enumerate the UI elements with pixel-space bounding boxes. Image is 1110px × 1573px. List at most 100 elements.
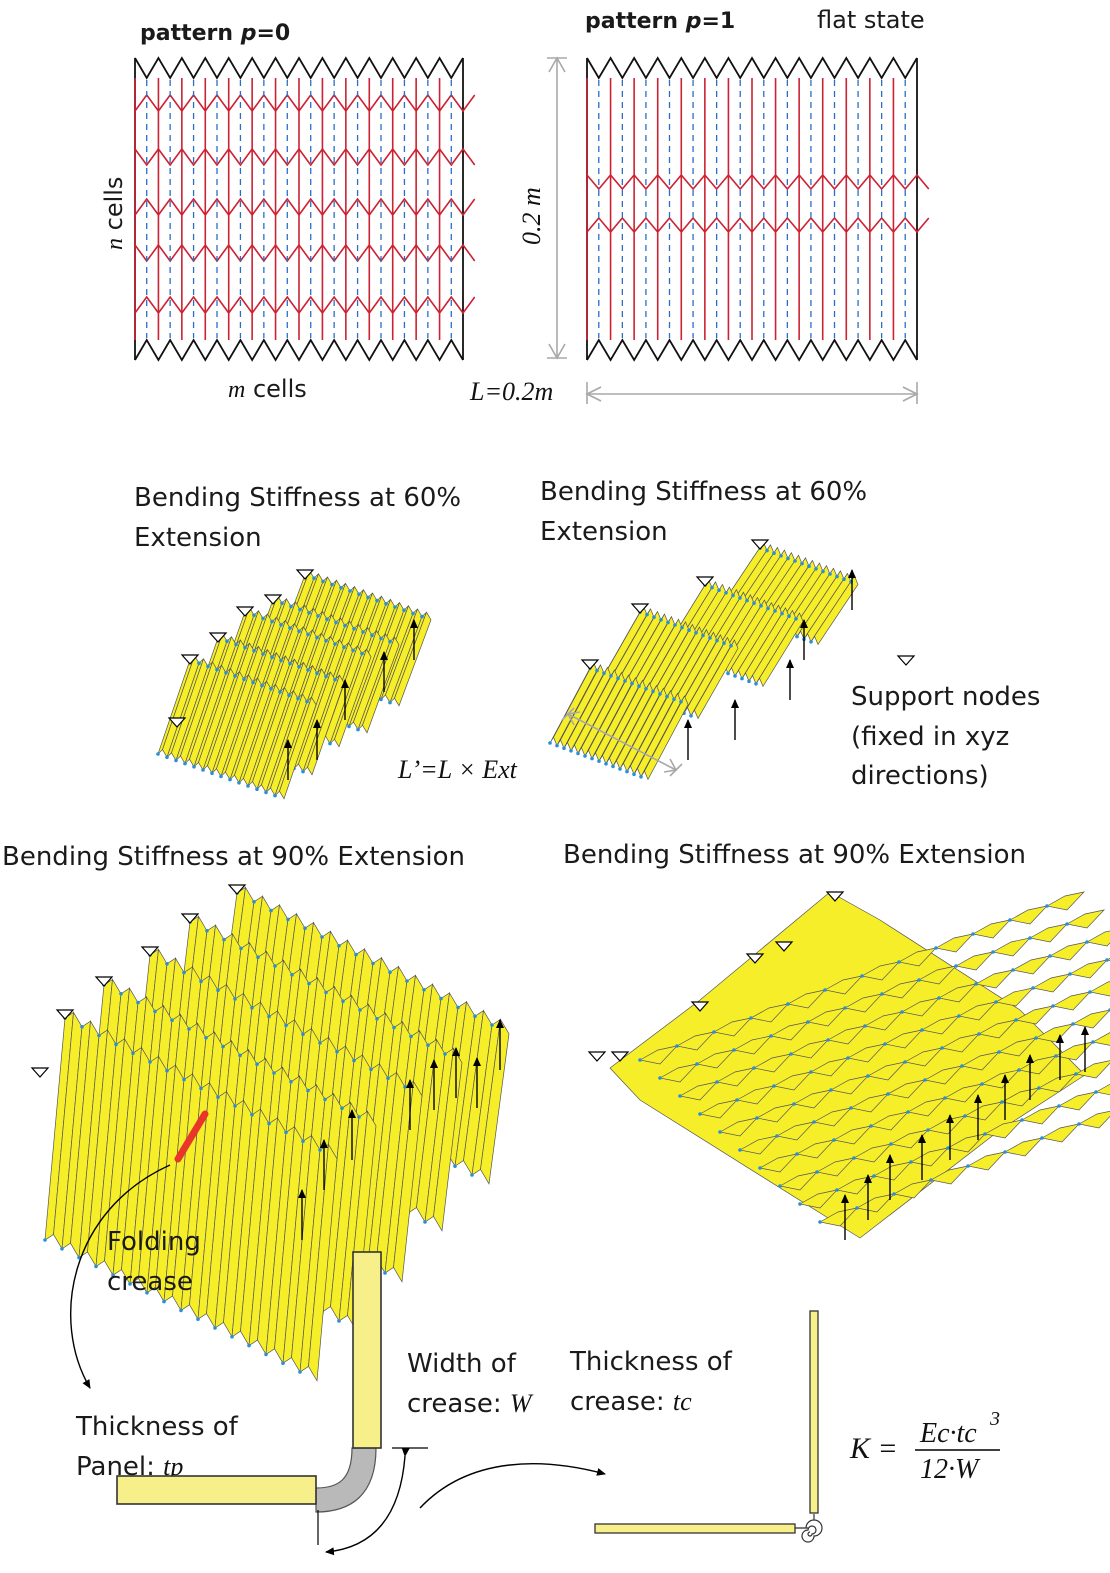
support-node-icon: [580, 659, 600, 670]
node: [305, 699, 309, 704]
node: [974, 982, 978, 986]
fold-panel: [934, 933, 975, 953]
node: [906, 1110, 910, 1114]
node: [786, 1002, 790, 1006]
node: [269, 687, 273, 691]
node: [826, 1038, 830, 1042]
support-node-icon: [745, 953, 765, 964]
simplification-arrow: [419, 1463, 606, 1509]
extension-formula: L’=L × Ext: [397, 755, 518, 784]
node: [651, 689, 655, 694]
node: [1028, 936, 1032, 940]
node: [356, 727, 360, 732]
fold-panel: [954, 951, 995, 971]
node: [675, 1044, 679, 1048]
node: [1085, 940, 1089, 944]
formula-denominator: 12·W: [920, 1454, 981, 1485]
node: [733, 674, 737, 678]
node: [786, 556, 790, 561]
node: [284, 1023, 288, 1028]
panel-thickness-label-line1: Thickness of: [75, 1412, 239, 1442]
node: [357, 592, 361, 596]
support-node-icon: [750, 539, 770, 550]
node: [815, 1170, 819, 1174]
node: [222, 937, 226, 942]
node: [306, 668, 310, 672]
node: [301, 769, 305, 774]
node: [971, 932, 975, 936]
hinge-vertical-panel: [809, 1310, 819, 1514]
node: [255, 1062, 259, 1066]
node: [795, 1152, 799, 1156]
support-node-icon: [227, 884, 247, 895]
node: [201, 768, 205, 772]
node: [946, 1146, 950, 1150]
height-dimension-label: 0.2 m: [517, 187, 546, 245]
pattern-p0-label-suffix: =0: [256, 21, 290, 46]
node: [809, 640, 813, 644]
node: [165, 1069, 169, 1073]
node: [411, 611, 415, 616]
svg-text:pattern p=1: pattern p=1: [585, 9, 735, 34]
node: [1068, 972, 1072, 976]
node: [165, 755, 169, 759]
node: [288, 661, 292, 666]
support-node-icon: [896, 655, 916, 666]
fold-panel: [433, 1047, 463, 1232]
fold-panel: [1051, 991, 1092, 1011]
panel-90-left-title: Bending Stiffness at 90% Extension: [2, 842, 465, 872]
node: [789, 1052, 793, 1056]
node: [307, 981, 311, 986]
fold-panel: [1003, 1137, 1044, 1157]
node: [712, 1030, 716, 1034]
stiffness-formula: K = Ec·tc 3 12·W: [849, 1408, 1000, 1485]
folding-crease-label-line2: crease: [107, 1267, 193, 1297]
node: [60, 1247, 64, 1251]
node: [182, 970, 186, 975]
node: [880, 992, 884, 996]
node: [745, 598, 749, 603]
node: [183, 761, 187, 766]
node: [754, 682, 758, 686]
fold-panel: [991, 937, 1032, 957]
node: [835, 1188, 839, 1192]
node: [934, 946, 938, 950]
crease-thickness-label-line2: crease:: [570, 1387, 673, 1417]
support-node-icon: [695, 576, 715, 587]
node: [963, 1114, 967, 1118]
node: [729, 644, 733, 648]
fold-panel: [1074, 1060, 1110, 1079]
node: [738, 1148, 742, 1152]
node: [224, 671, 228, 675]
node: [375, 598, 379, 603]
crease-width-label-line2: crease:: [407, 1389, 510, 1419]
mountain-fold-row: [134, 243, 476, 263]
node: [752, 1066, 756, 1070]
fold-panel: [1077, 1110, 1110, 1129]
node: [97, 1033, 101, 1038]
node: [386, 1076, 390, 1080]
node: [597, 759, 601, 763]
pattern-p0: pattern p=0 n cells m cells: [100, 21, 476, 403]
node: [795, 634, 799, 639]
node: [821, 569, 825, 574]
node: [279, 658, 283, 663]
node: [779, 554, 783, 558]
node: [943, 1096, 947, 1100]
node: [1011, 968, 1015, 972]
node: [279, 623, 283, 627]
node: [221, 1044, 225, 1049]
node: [423, 1220, 427, 1224]
node: [772, 1084, 776, 1088]
node: [583, 754, 587, 758]
support-legend: Support nodes (fixed in xyz directions): [851, 655, 1040, 791]
node: [219, 774, 223, 779]
node: [267, 1014, 271, 1019]
panel-thickness-var: tp: [163, 1452, 183, 1481]
node: [616, 676, 620, 681]
node: [351, 648, 355, 653]
node: [156, 752, 160, 756]
node: [237, 781, 241, 785]
node: [267, 1121, 271, 1126]
node: [312, 576, 316, 580]
